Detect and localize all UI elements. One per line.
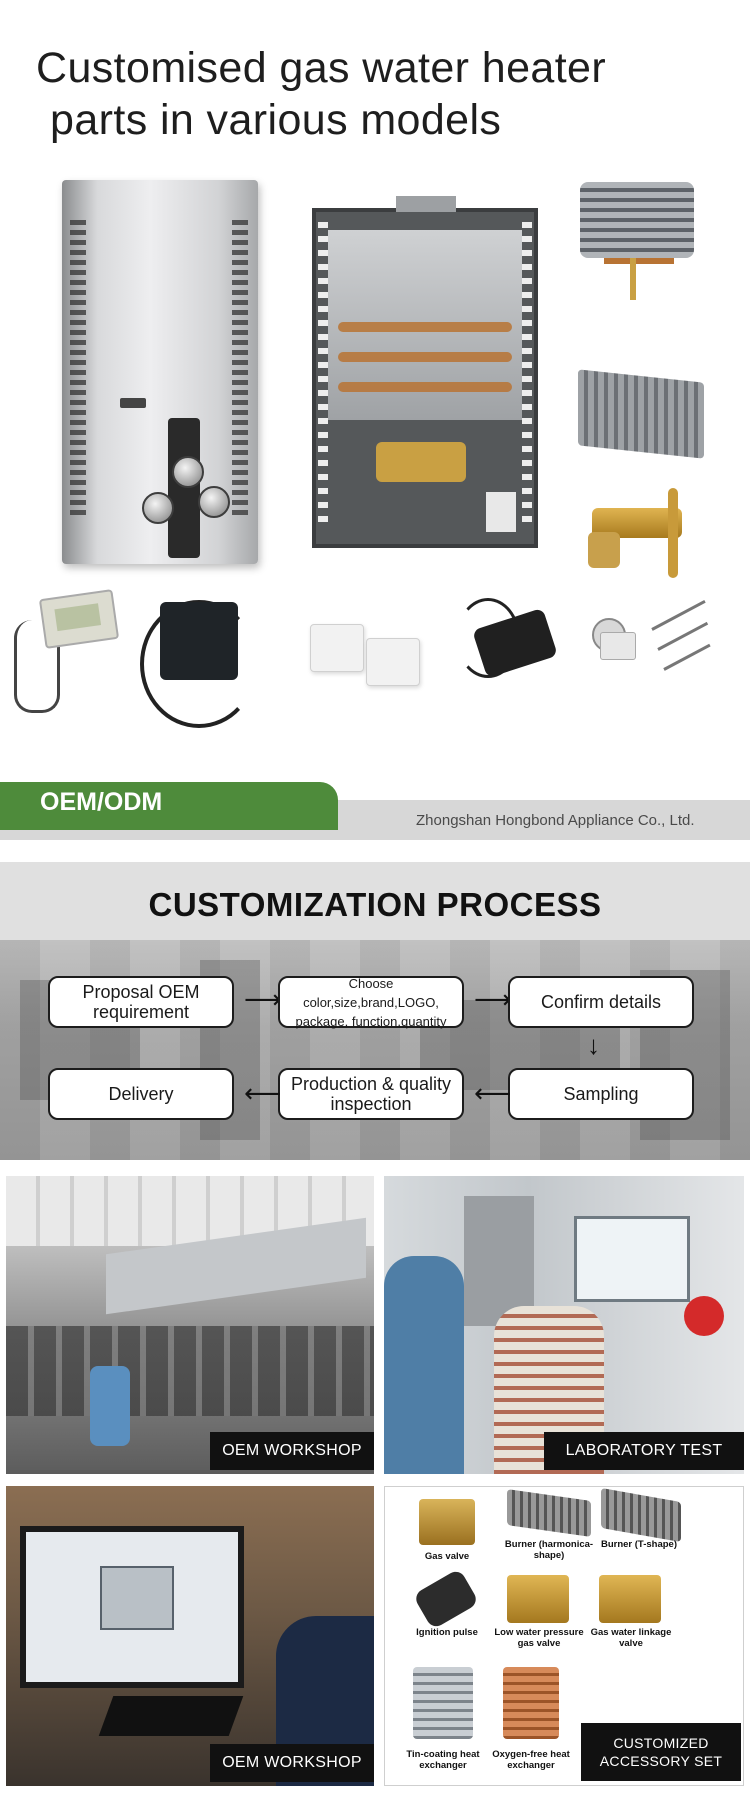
production-line [6, 1326, 374, 1416]
process-step-5: Production & quality inspection [278, 1068, 464, 1120]
heat-exchanger-product-image [574, 178, 702, 300]
copper-coil [338, 322, 512, 332]
plastic-brackets-product-image [310, 624, 430, 686]
arrow-left-icon: ⟵ [474, 1078, 512, 1108]
burner-harmonica-image [507, 1489, 591, 1537]
laboratory-test-caption: LABORATORY TEST [544, 1432, 744, 1470]
arrow-right-icon: ⟶ [474, 984, 512, 1014]
oem-workshop-caption-2: OEM WORKSHOP [210, 1744, 374, 1782]
heat-exchanger-core [580, 182, 694, 258]
side-vents-left [70, 220, 86, 520]
process-step-6: Delivery [48, 1068, 234, 1120]
ignition-controller-product-image [160, 602, 238, 680]
engineer-figure [384, 1256, 464, 1474]
heater-on-test-rig [464, 1196, 534, 1326]
worker-figure [90, 1366, 130, 1446]
accessory-label: Gas water linkage valve [590, 1627, 672, 1649]
process-step-1: Proposal OEM requirement [48, 976, 234, 1028]
process-step-3: Confirm details [508, 976, 694, 1028]
hero-title-line-2: parts in various models [50, 96, 502, 144]
process-step-4: Sampling [508, 1068, 694, 1120]
oem-workshop-photo: OEM WORKSHOP [6, 1176, 374, 1474]
laboratory-test-photo: LABORATORY TEST [384, 1176, 744, 1474]
control-knob [198, 486, 230, 518]
copper-coil [338, 382, 512, 392]
arrow-left-icon: ⟵ [244, 1078, 282, 1108]
ignition-electrode [663, 643, 711, 671]
accessory-label: Gas valve [424, 1551, 470, 1562]
burner-t-shape-image [601, 1487, 681, 1543]
low-water-pressure-gas-valve-image [507, 1575, 569, 1623]
gas-water-linkage-valve-image [599, 1575, 661, 1623]
cabinet-vents-right [522, 222, 532, 522]
sensor-module-product-image [600, 632, 636, 660]
valve-cylinder [588, 532, 620, 568]
hero-title: Customised gas water heater parts in var… [36, 42, 726, 146]
accessory-label: Low water pressure gas valve [494, 1627, 584, 1649]
accessory-set-panel: Gas valve Burner (harmonica-shape) Burne… [384, 1486, 744, 1786]
brand-badge [120, 398, 146, 408]
oxygen-free-heat-exchanger-image [503, 1667, 559, 1739]
control-knob [172, 456, 204, 488]
gas-water-heater-product-image [62, 180, 258, 564]
accessory-label: Burner (T-shape) [600, 1539, 677, 1550]
gas-valve-image [419, 1499, 475, 1545]
process-step-2: Choose color,size,brand,LOGO, package, f… [278, 976, 464, 1029]
arrow-right-icon: ⟶ [244, 984, 282, 1014]
plastic-bracket [310, 624, 364, 672]
ignition-electrode [657, 621, 709, 651]
accessory-label: Oxygen-free heat exchanger [492, 1749, 570, 1771]
gas-valve-assembly [376, 442, 466, 482]
oem-workshop-caption: OEM WORKSHOP [210, 1432, 374, 1470]
oem-odm-label: OEM/ODM [40, 788, 163, 816]
display-board-product-image [38, 589, 120, 649]
gas-valve-product-image [578, 488, 706, 588]
cabinet-vents-left [318, 222, 328, 522]
display-board-wires [14, 620, 60, 713]
oem-workshop-design-photo: OEM WORKSHOP [6, 1486, 374, 1786]
ignition-pulse-image [412, 1568, 480, 1630]
arrow-down-icon: ↓ [587, 1030, 600, 1060]
cad-model [100, 1566, 174, 1630]
customized-accessory-set-caption: CUSTOMIZED ACCESSORY SET [581, 1723, 741, 1781]
process-header-band [0, 862, 750, 940]
hero-title-line-1: Customised gas water heater [36, 44, 607, 92]
flue-outlet [396, 196, 456, 212]
accessory-label: Burner (harmonica-shape) [504, 1539, 594, 1561]
process-title: CUSTOMIZATION PROCESS [148, 886, 602, 923]
tin-coating-heat-exchanger-image [413, 1667, 473, 1739]
valve-pipe [668, 488, 678, 578]
burner-product-image [578, 369, 704, 459]
keyboard [98, 1696, 244, 1736]
brass-fitting [630, 258, 636, 300]
company-name: Zhongshan Hongbond Appliance Co., Ltd. [416, 812, 695, 829]
heater-internals-product-image [312, 196, 538, 548]
emergency-stop-button [684, 1296, 724, 1336]
test-monitor [574, 1216, 690, 1302]
plastic-bracket [366, 638, 420, 686]
accessory-label: Ignition pulse [416, 1627, 478, 1638]
copper-pipe [604, 258, 674, 264]
control-knob [142, 492, 174, 524]
side-vents-right [232, 220, 248, 520]
accessory-label: Tin-coating heat exchanger [406, 1749, 480, 1771]
banner-green-tab [0, 782, 338, 830]
copper-coil [338, 352, 512, 362]
control-panel [168, 418, 200, 558]
control-box [486, 492, 516, 532]
